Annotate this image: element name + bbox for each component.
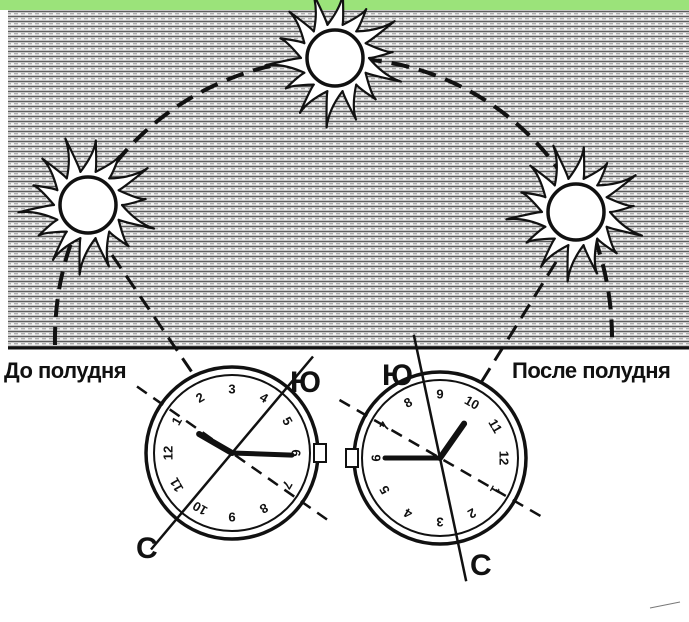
right-dial-number: 9: [436, 387, 443, 402]
after-noon-label: После полудня: [512, 358, 670, 383]
left-minute-hand: [232, 453, 292, 455]
right-dial-number: 12: [497, 451, 512, 465]
right-dial-number: 6: [369, 454, 384, 461]
left-south-marker: Ю: [290, 366, 321, 399]
right-dial-number: 3: [436, 515, 443, 530]
right-south-marker: Ю: [382, 359, 413, 392]
right-north-marker: С: [470, 549, 492, 582]
sun-disc-icon: [548, 184, 604, 240]
top-accent-bar: [0, 0, 689, 10]
sun-disc-icon: [60, 177, 116, 233]
sun-disc-icon: [307, 30, 363, 86]
left-watch-crown: [314, 444, 326, 462]
left-dial-number: 3: [228, 382, 235, 397]
left-dial-number: 9: [228, 510, 235, 525]
left-north-marker: С: [136, 532, 158, 565]
left-dial-number: 12: [161, 446, 176, 460]
scan-mark: [650, 602, 680, 608]
before-noon-label: До полудня: [4, 358, 126, 383]
right-watch-crown: [346, 449, 358, 467]
